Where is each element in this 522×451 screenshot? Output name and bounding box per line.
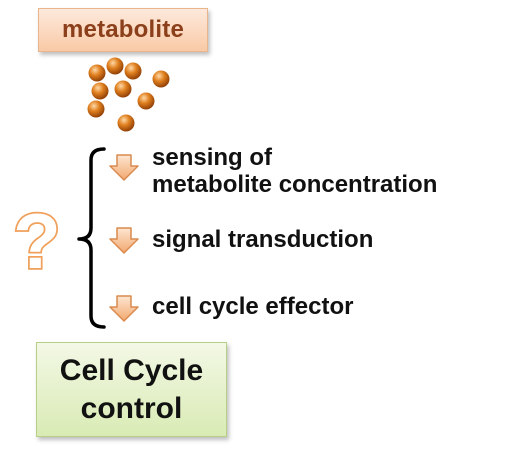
molecule [152,70,170,88]
cell-cycle-control-box: Cell Cycle control [36,342,227,437]
molecule [88,64,106,82]
step-sensing-line-2: metabolite concentration [152,171,438,198]
step-cell-cycle-effector: cell cycle effector [152,293,353,320]
molecule [91,82,109,100]
step-signal-transduction: signal transduction [152,226,373,253]
metabolite-box: metabolite [38,8,208,52]
down-arrow-icon [109,295,139,322]
metabolite-label: metabolite [61,16,185,43]
step-signal-transduction-label: signal transduction [152,226,374,253]
step-sensing-line-1: sensing of [152,144,273,171]
cell-cycle-control-line-2: control [80,391,183,425]
molecule [124,62,142,80]
question-mark-icon: ? [13,197,61,285]
metabolite-molecules [87,57,170,132]
molecule [106,57,124,75]
molecule [114,80,132,98]
molecule [117,114,135,132]
down-arrow-icon [109,227,139,254]
cell-cycle-control-line-1: Cell Cycle [59,353,204,387]
molecule [137,92,155,110]
molecule [87,100,105,118]
step-sensing: sensing of metabolite concentration [152,144,437,198]
curly-brace [77,147,106,329]
down-arrow-icon [109,154,139,181]
step-cell-cycle-effector-label: cell cycle effector [152,293,354,320]
